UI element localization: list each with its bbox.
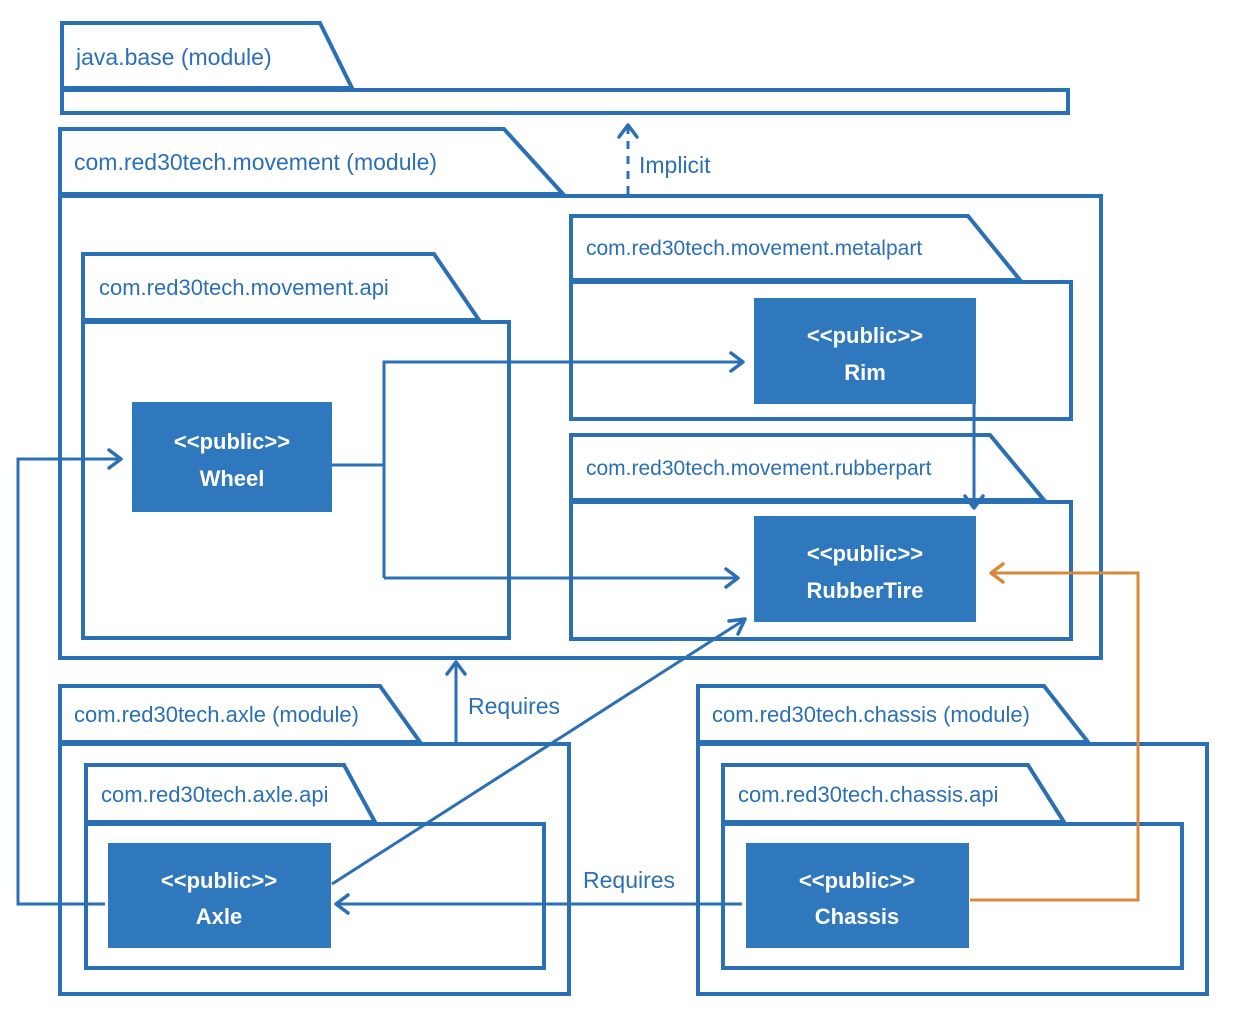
axle-requires-movement: Requires	[445, 660, 560, 742]
class-name: Chassis	[815, 904, 899, 929]
package-label-java-base: java.base (module)	[75, 44, 272, 70]
package-label-chassis-api: com.red30tech.chassis.api	[738, 782, 998, 807]
implicit-arrowhead	[617, 123, 639, 139]
package-movement-api: com.red30tech.movement.api	[81, 252, 511, 640]
implicit-dependency: Implicit	[617, 123, 711, 194]
class-rim[interactable]: <<public>> Rim	[754, 298, 976, 404]
class-stereotype: <<public>>	[161, 868, 277, 893]
requires-label-axle-movement: Requires	[468, 693, 560, 719]
package-java-base: java.base (module)	[60, 21, 1070, 115]
chassis-to-rubbertire	[970, 562, 1140, 902]
rubbertire-arrowhead-from-wheel	[724, 567, 740, 589]
class-box	[754, 298, 976, 404]
class-stereotype: <<public>>	[174, 429, 290, 454]
package-label-rubberpart: com.red30tech.movement.rubberpart	[586, 457, 932, 480]
package-label-axle-api: com.red30tech.axle.api	[101, 782, 328, 807]
chassis-requires-axle: Requires	[334, 867, 742, 915]
requires-label-chassis-axle: Requires	[583, 867, 675, 893]
package-label-movement-api: com.red30tech.movement.api	[99, 275, 389, 300]
class-rubbertire[interactable]: <<public>> RubberTire	[754, 516, 976, 622]
class-box	[746, 843, 969, 948]
class-stereotype: <<public>>	[807, 323, 923, 348]
wheel-to-rim-line	[382, 360, 742, 578]
package-label-chassis-module: com.red30tech.chassis (module)	[712, 702, 1030, 727]
implicit-label: Implicit	[639, 152, 711, 178]
wheel-arrowhead	[107, 448, 123, 470]
class-axle[interactable]: <<public>> Axle	[108, 843, 331, 948]
axle-to-wheel	[16, 448, 123, 906]
package-rubberpart: com.red30tech.movement.rubberpart	[569, 433, 1073, 641]
package-label-axle-module: com.red30tech.axle (module)	[74, 702, 359, 727]
class-box	[108, 843, 331, 948]
class-chassis[interactable]: <<public>> Chassis	[746, 843, 969, 948]
chassis-to-rubbertire-line	[970, 571, 1140, 902]
rim-to-rubbertire	[963, 404, 985, 510]
class-name: Wheel	[200, 466, 265, 491]
class-box	[754, 516, 976, 622]
rim-to-rubbertire-arrowhead	[963, 494, 985, 510]
class-name: Rim	[844, 360, 886, 385]
package-label-metalpart: com.red30tech.movement.metalpart	[586, 237, 922, 260]
rim-arrowhead	[729, 351, 745, 373]
package-body	[60, 88, 1070, 115]
chassis-to-rubbertire-arrowhead	[989, 562, 1005, 584]
requires-arrowhead-axle-movement	[445, 660, 467, 676]
axle-to-rubbertire-line	[331, 618, 745, 886]
wheel-dependencies	[332, 351, 745, 589]
rubbertire-arrowhead-from-axle	[727, 617, 747, 636]
axle-to-wheel-line	[16, 457, 120, 906]
class-box	[132, 402, 332, 512]
class-name: RubberTire	[807, 578, 924, 603]
class-stereotype: <<public>>	[807, 541, 923, 566]
axle-to-rubbertire	[331, 617, 747, 886]
package-label-movement: com.red30tech.movement (module)	[74, 149, 437, 175]
requires-arrowhead-chassis-axle	[334, 893, 350, 915]
class-name: Axle	[196, 904, 242, 929]
class-stereotype: <<public>>	[799, 868, 915, 893]
class-wheel[interactable]: <<public>> Wheel	[132, 402, 332, 512]
